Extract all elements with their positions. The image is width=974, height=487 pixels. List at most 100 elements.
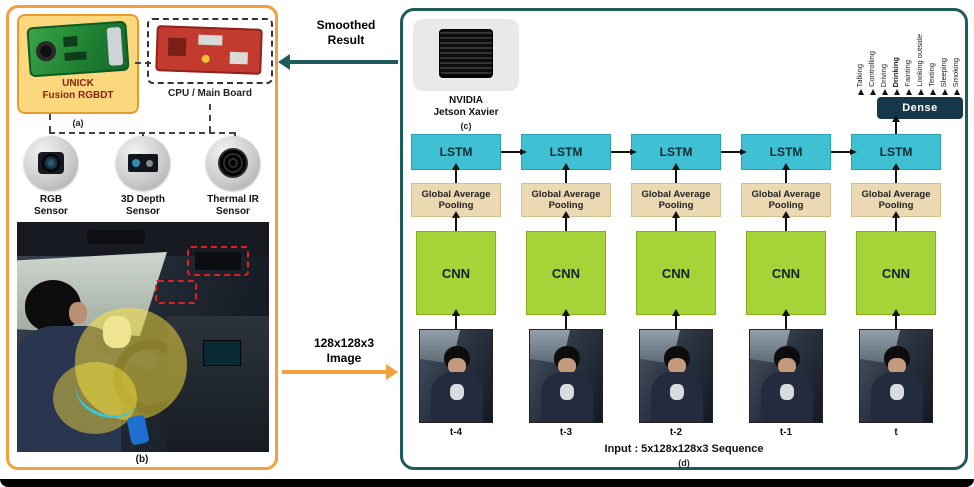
pcb-component-icon [198, 34, 223, 46]
class-label: Texting [927, 63, 936, 87]
depth-lens-icon [132, 159, 140, 167]
gap-box: Global Average Pooling [411, 183, 501, 217]
smoothed-result-arrow [278, 54, 398, 70]
yellow-highlight-overlay [53, 362, 137, 434]
dashed-connector [49, 114, 51, 132]
depth-lens-icon [146, 160, 153, 167]
gap-to-lstm-arrow [672, 163, 680, 183]
thermal-sensor-image [206, 136, 260, 190]
rgbdt-sensor-image [26, 20, 130, 78]
gap-to-lstm-arrow [892, 163, 900, 183]
pcb-connector-icon [106, 26, 124, 66]
held-object [450, 384, 464, 400]
frame-to-cnn-arrow [452, 309, 460, 329]
dashboard-screen [203, 340, 241, 366]
input-sequence-caption: Input : 5x128x128x3 Sequence [604, 443, 764, 455]
up-chevron-icon [906, 89, 912, 95]
class-label: Smoking [951, 57, 960, 87]
frame-to-cnn-arrow [672, 309, 680, 329]
pcb-chip-icon [167, 37, 187, 57]
cpu-board-label: CPU / Main Board [168, 88, 252, 99]
lstm-link-arrow [501, 149, 527, 155]
up-chevron-icon [930, 89, 936, 95]
network-panel: NVIDIA Jetson Xavier (c) Talking Control… [400, 8, 968, 470]
up-chevron-icon [918, 89, 924, 95]
rgb-sensor-item: RGB Sensor [9, 136, 93, 218]
frame-photo [529, 329, 603, 423]
driver-face [69, 302, 87, 324]
frame-photo [859, 329, 933, 423]
class-label: Looking outside [915, 34, 924, 87]
dense-layer-box: Dense [877, 97, 963, 119]
cnn-box: CNN [526, 231, 606, 315]
cnn-box: CNN [636, 231, 716, 315]
slide-bottom-edge [0, 479, 974, 487]
unick-sensor-label: UNICK Fusion RGBDT [42, 78, 114, 101]
yellow-highlight-overlay [75, 308, 187, 420]
cnn-to-gap-arrow [782, 211, 790, 231]
camera-lens-icon [44, 156, 58, 170]
lstm-to-dense-arrow [892, 115, 900, 134]
dashed-connector [234, 132, 236, 138]
class-label: Fainting [903, 60, 912, 87]
cpu-board-image [155, 25, 263, 75]
time-label: t-2 [669, 427, 683, 438]
frame-photo [749, 329, 823, 423]
mounted-sensor-device [195, 252, 241, 270]
input-image-label: 128x128x3 Image [313, 336, 375, 365]
input-image-arrow [282, 364, 398, 380]
depth-sensor-item: 3D Depth Sensor [101, 136, 185, 218]
held-object [560, 384, 574, 400]
pcb-component-icon [201, 54, 210, 64]
dashed-connector [142, 132, 144, 138]
panel-label-a: (a) [72, 118, 84, 128]
cnn-box: CNN [746, 231, 826, 315]
pcb-chip-icon [63, 36, 78, 47]
jetson-device-image [439, 29, 493, 75]
thermal-lens-icon [218, 148, 248, 178]
driver-face [558, 358, 576, 374]
driver-cabin-photo [17, 222, 269, 452]
time-label: t-3 [559, 427, 573, 438]
gap-to-lstm-arrow [562, 163, 570, 183]
lstm-link-arrow [831, 149, 857, 155]
thermal-sensor-item: Thermal IR Sensor [191, 136, 275, 218]
up-chevron-icon [870, 89, 876, 95]
lstm-link-arrow [721, 149, 747, 155]
up-chevron-icon [858, 89, 864, 95]
time-label: t [894, 427, 898, 438]
frame-photo [419, 329, 493, 423]
depth-sensor-image [116, 136, 170, 190]
gap-box: Global Average Pooling [631, 183, 721, 217]
dashed-connector [135, 62, 151, 64]
cnn-box: CNN [416, 231, 496, 315]
gap-to-lstm-arrow [452, 163, 460, 183]
thermal-sensor-label: Thermal IR Sensor [207, 194, 259, 217]
pcb-component-icon [229, 51, 248, 65]
up-chevron-icon [942, 89, 948, 95]
driver-face [888, 358, 906, 374]
rgb-sensor-image [24, 136, 78, 190]
blue-object [126, 414, 150, 446]
class-label: Talking [855, 63, 864, 87]
time-label: t-4 [449, 427, 463, 438]
cnn-to-gap-arrow [452, 211, 460, 231]
class-label-predicted: Drinking [891, 56, 900, 87]
panel-label-c: (c) [460, 121, 472, 131]
smoothed-result-label: Smoothed Result [316, 18, 376, 47]
frame-photo [639, 329, 713, 423]
pcb-chip-icon [64, 51, 87, 61]
up-chevron-icon [954, 89, 960, 95]
dashed-connector [209, 104, 211, 132]
depth-module-icon [128, 154, 158, 172]
dashboard [167, 316, 269, 452]
class-label: Sleeping [939, 57, 948, 87]
jetson-label: NVIDIA Jetson Xavier [433, 95, 499, 118]
frame-to-cnn-arrow [562, 309, 570, 329]
class-label: Controlling [867, 51, 876, 87]
lstm-link-arrow [611, 149, 637, 155]
class-labels: Talking Controlling Driving Drinking Fai… [855, 11, 963, 87]
cnn-box: CNN [856, 231, 936, 315]
cnn-to-gap-arrow [672, 211, 680, 231]
